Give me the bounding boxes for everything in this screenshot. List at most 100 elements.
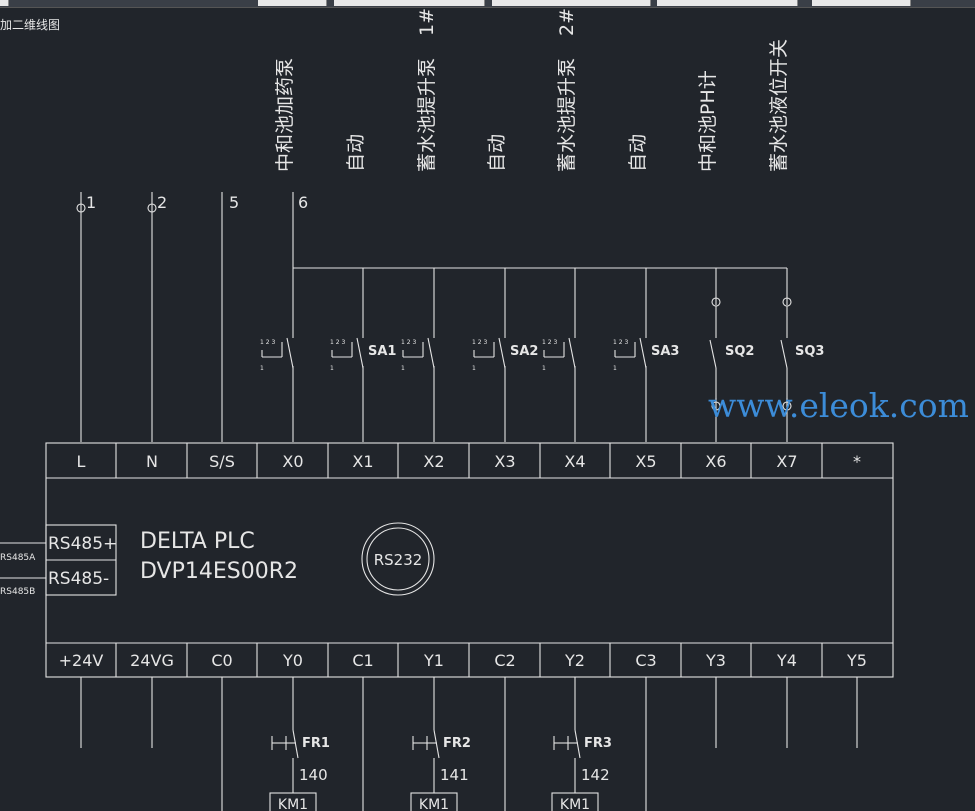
watermark: www.eleok.com	[708, 386, 969, 425]
vertical-label: 自动	[345, 134, 367, 172]
pump-number-label: 1#	[416, 8, 438, 36]
terminal-n-label: N	[146, 452, 158, 471]
sa1-label: SA1	[368, 344, 396, 359]
vertical-label: 自动	[627, 134, 649, 172]
selector-switch-x5: 1 2 3 1	[613, 337, 647, 372]
terminal-1-label: 1	[86, 193, 96, 212]
sq2-label: SQ2	[725, 344, 754, 359]
file-tab[interactable]	[0, 0, 9, 6]
svg-text:1: 1	[542, 365, 546, 372]
wire-number-label: 140	[299, 766, 328, 784]
terminal-c3-label: C3	[635, 651, 656, 670]
selector-switch-x4: 1 2 3 1	[542, 337, 576, 372]
vertical-labels: 中和池加药泵自动 蓄水池提升泵 1# 自动 蓄水池提升泵 2# 自动 中和池PH计 蓄水池液位开…	[274, 8, 790, 172]
sa2-label: SA2	[510, 344, 538, 359]
terminal-y3-label: Y3	[705, 651, 726, 670]
relay-contact-label: FR2	[443, 736, 471, 751]
svg-text:1 2 3: 1 2 3	[542, 339, 557, 346]
svg-text:1 2 3: 1 2 3	[401, 339, 416, 346]
svg-text:1 2 3: 1 2 3	[260, 339, 275, 346]
svg-text:1 2 3: 1 2 3	[330, 339, 345, 346]
vertical-label: 蓄水池提升泵	[556, 58, 578, 172]
svg-text:1 2 3: 1 2 3	[472, 339, 487, 346]
svg-text:1: 1	[472, 365, 476, 372]
input-terminal-row: L N S/S X0 X1 X2 X3 X4 X5 X6 X7 *	[77, 452, 861, 471]
terminal-x2-label: X2	[423, 452, 444, 471]
vertical-label: 中和池加药泵	[274, 58, 296, 172]
terminal-l-label: L	[77, 452, 86, 471]
terminal-x5-label: X5	[635, 452, 656, 471]
svg-text:1 2 3: 1 2 3	[613, 339, 628, 346]
terminal-cells	[115, 443, 823, 677]
relay-contact-label: FR1	[302, 736, 330, 751]
output-wires	[80, 677, 858, 811]
vertical-label: 蓄水池提升泵	[416, 58, 438, 172]
level-switch-sq2	[709, 297, 721, 411]
rs485-minus-label: RS485-	[48, 569, 109, 589]
terminal-ss-label: S/S	[209, 452, 235, 471]
rs232-label: RS232	[374, 551, 423, 569]
terminal-y5-label: Y5	[846, 651, 867, 670]
terminal-y4-label: Y4	[776, 651, 797, 670]
sq3-label: SQ3	[795, 344, 824, 359]
terminal-24vg-label: 24VG	[130, 651, 174, 670]
terminal-x4-label: X4	[564, 452, 585, 471]
svg-text:1: 1	[613, 365, 617, 372]
selector-switch-x3: 1 2 3 1	[472, 337, 506, 372]
rs485b-wire-label: RS485B	[0, 587, 35, 597]
plc-brand: DELTA PLC	[140, 529, 255, 554]
vertical-label: 蓄水池液位开关	[768, 39, 790, 172]
switch-symbols: 1 2 3 1 1 2 3 1 1 2 3 1 1 2 3 1 1 2 3 1 1 2 3 1	[260, 297, 792, 411]
terminal-x7-label: X7	[776, 452, 797, 471]
wire-number-label: 142	[581, 766, 610, 784]
rs485-plus-label: RS485+	[48, 534, 117, 554]
terminal-5-label: 5	[229, 193, 239, 212]
terminal-c1-label: C1	[352, 651, 373, 670]
vertical-label: 自动	[486, 134, 508, 172]
plc-model: DVP14ES00R2	[140, 559, 298, 584]
file-tab[interactable]	[657, 0, 798, 6]
level-switch-sq3	[780, 297, 792, 411]
file-tab[interactable]	[492, 0, 651, 6]
file-tab[interactable]	[258, 0, 327, 6]
terminal-x0-label: X0	[282, 452, 303, 471]
terminal-c0-label: C0	[211, 651, 232, 670]
top-wires	[76, 192, 294, 442]
coil-label: KM1	[560, 797, 590, 811]
terminal-6-label: 6	[298, 193, 308, 212]
drawing-title: 加二维线图	[0, 18, 61, 32]
terminal-y2-label: Y2	[564, 651, 585, 670]
pump-number-label: 2#	[556, 8, 578, 36]
selector-switch-x1: 1 2 3 1	[330, 337, 364, 372]
terminal-24v-label: +24V	[59, 651, 104, 670]
terminal-x6-label: X6	[705, 452, 726, 471]
selector-switch-x2: 1 2 3 1	[401, 337, 435, 372]
selector-switch-x0: 1 2 3 1	[260, 337, 294, 372]
vertical-label: 中和池PH计	[697, 70, 719, 172]
terminal-2-label: 2	[157, 193, 167, 212]
svg-text:1: 1	[401, 365, 405, 372]
svg-text:1: 1	[330, 365, 334, 372]
file-tab[interactable]	[334, 0, 485, 6]
file-tab-bar	[0, 0, 975, 8]
coil-label: KM1	[419, 797, 449, 811]
terminal-star-label: *	[853, 452, 861, 471]
svg-text:1: 1	[260, 365, 264, 372]
terminal-y1-label: Y1	[423, 651, 444, 670]
rs485a-wire-label: RS485A	[0, 553, 36, 563]
relay-contact-label: FR3	[584, 736, 612, 751]
terminal-x3-label: X3	[494, 452, 515, 471]
wire-number-label: 141	[440, 766, 469, 784]
rs232-port	[361, 522, 435, 596]
file-tab[interactable]	[812, 0, 911, 6]
terminal-c2-label: C2	[494, 651, 515, 670]
coil-label: KM1	[278, 797, 308, 811]
terminal-x1-label: X1	[352, 452, 373, 471]
